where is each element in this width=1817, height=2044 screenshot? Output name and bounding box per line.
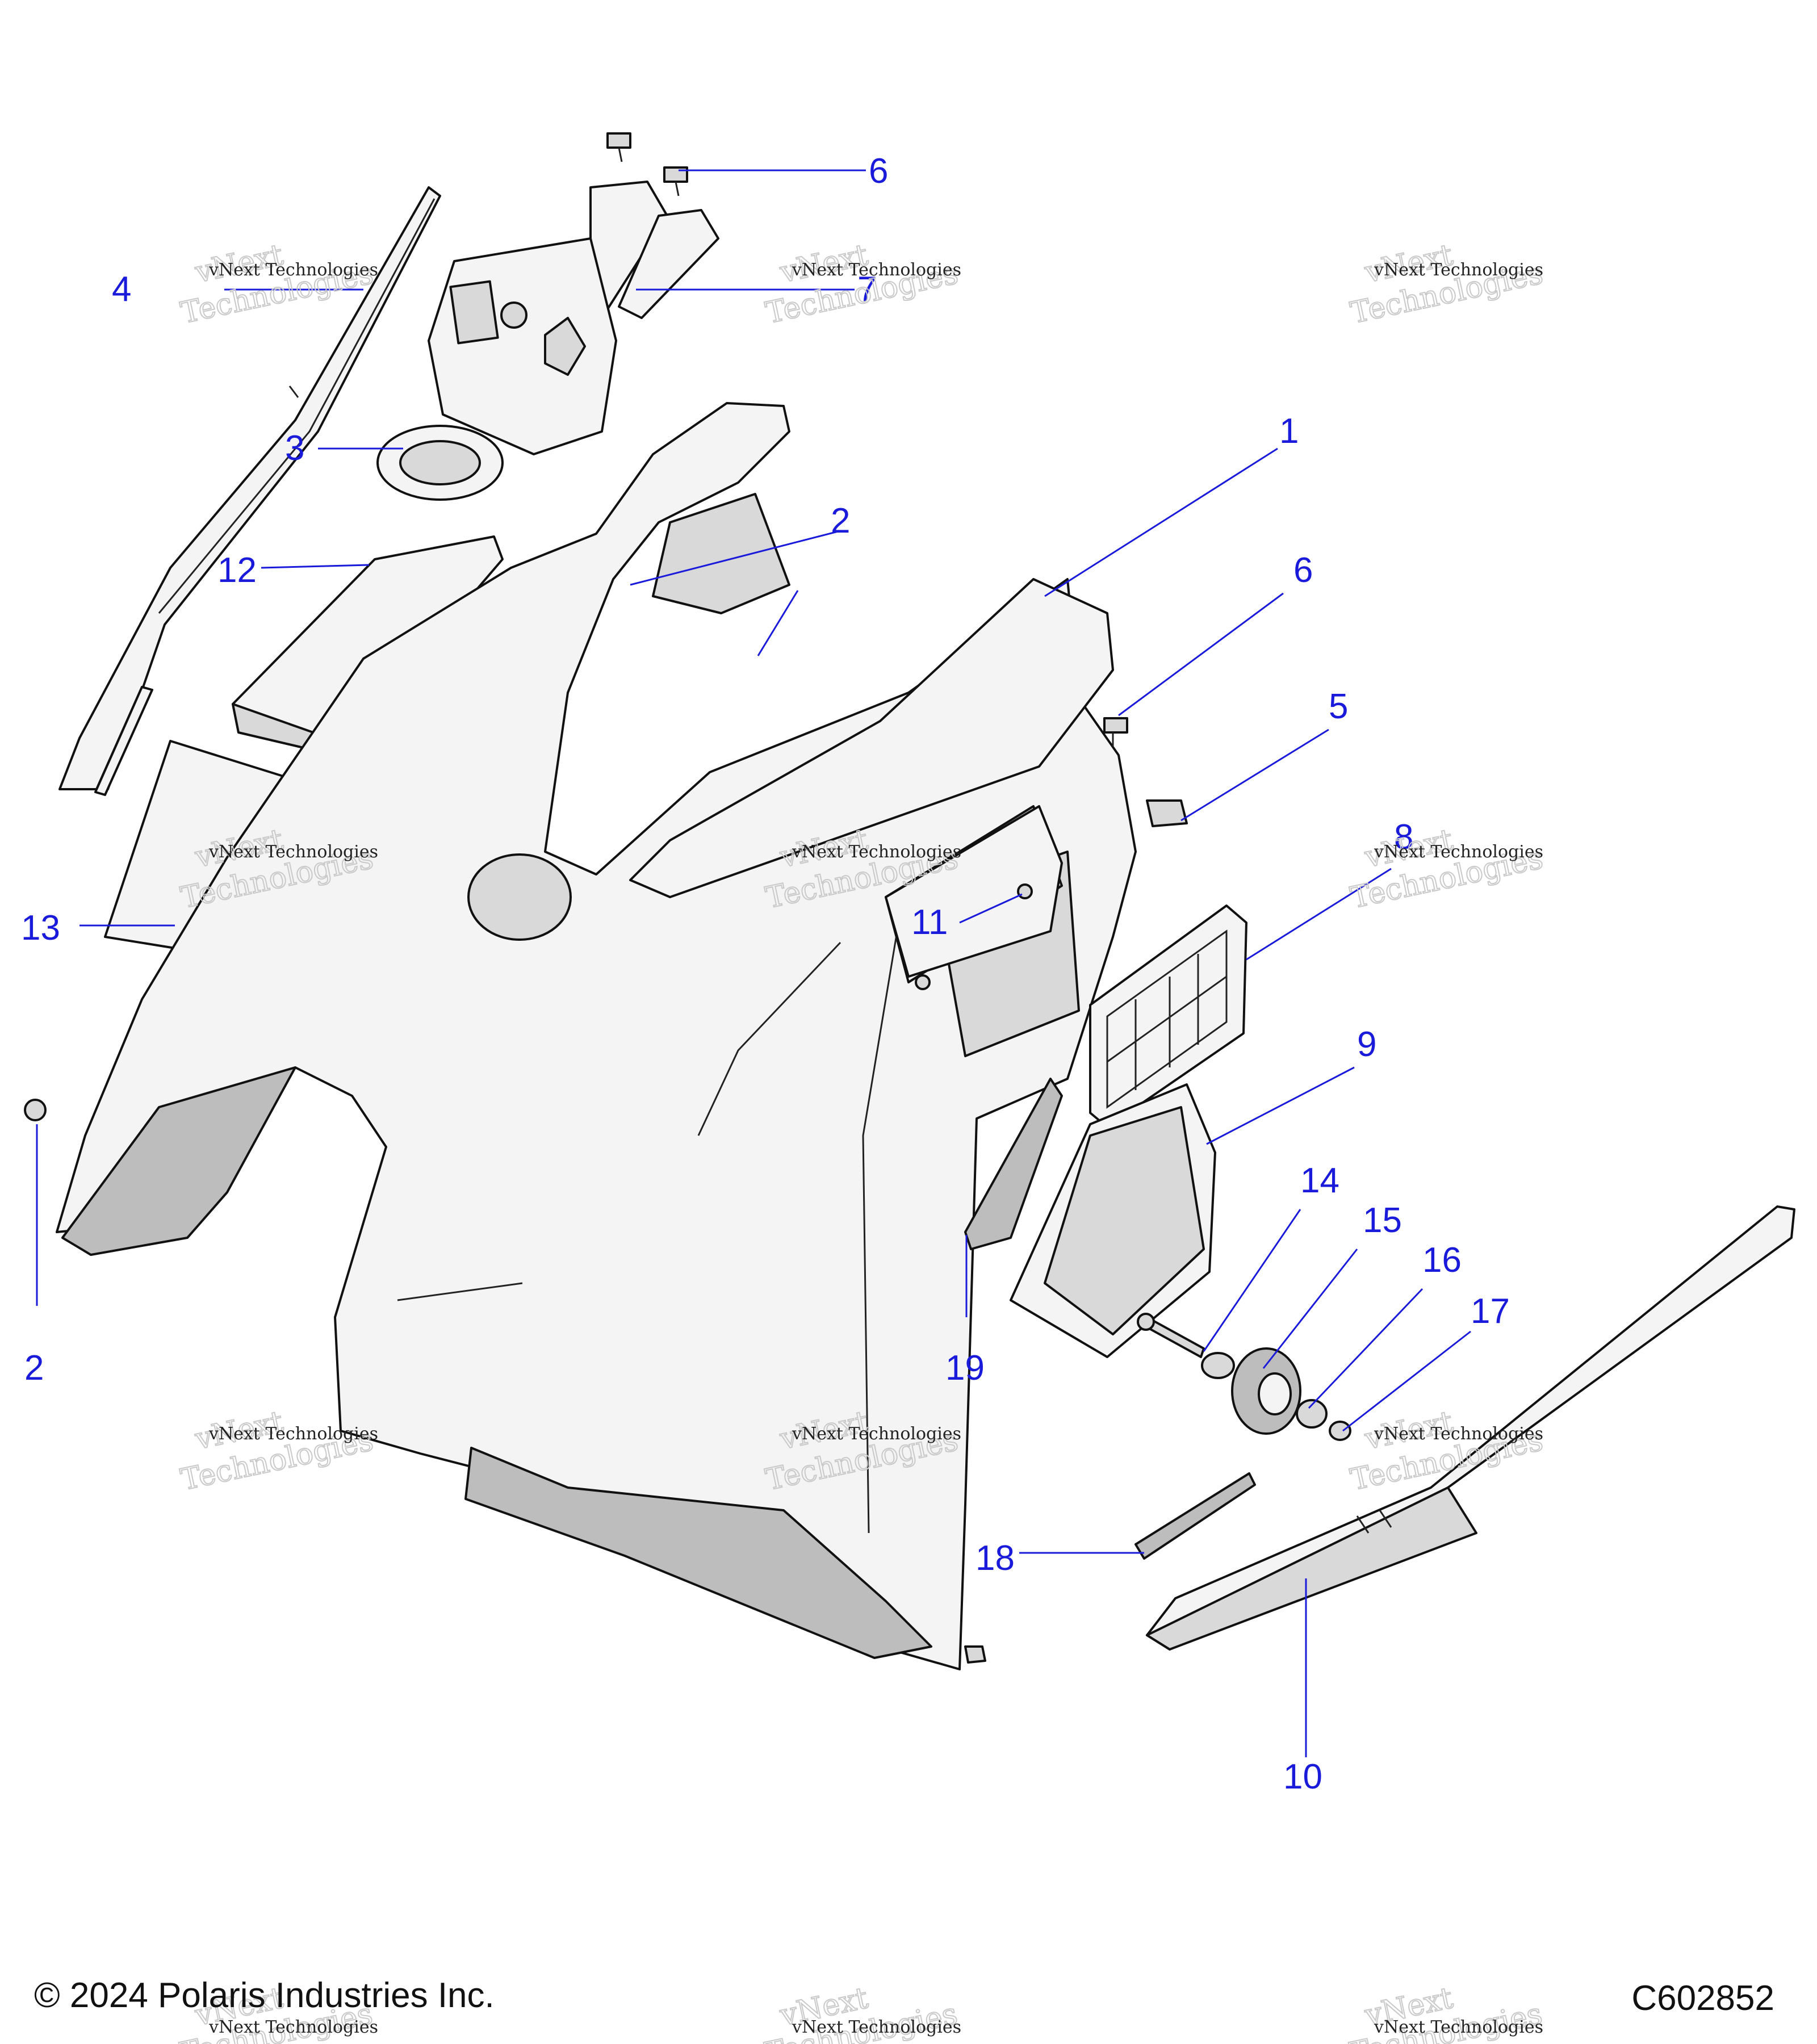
part-grommet-16 <box>1231 1347 1301 1435</box>
callout-15: 15 <box>1363 1201 1402 1240</box>
callout-13: 13 <box>21 908 60 948</box>
callout-labels: 1 2 2 3 4 5 6 6 7 8 9 10 11 12 13 14 15 … <box>21 152 1510 1796</box>
part-duct-9 <box>1010 1083 1216 1358</box>
watermark-text: vNext Technologies <box>1374 842 1543 862</box>
callout-3: 3 <box>285 429 304 468</box>
part-rod <box>94 686 153 796</box>
callout-19: 19 <box>945 1348 985 1388</box>
part-flap-19 <box>964 1078 1063 1250</box>
callout-18: 18 <box>976 1539 1015 1578</box>
callout-17: 17 <box>1471 1292 1510 1331</box>
watermark-text: vNext Technologies <box>1374 2017 1543 2037</box>
part-grommet-3 <box>376 425 504 501</box>
part-strip-18 <box>1134 1472 1256 1560</box>
callout-2: 2 <box>24 1348 44 1388</box>
watermark-text: vNext Technologies <box>792 842 961 862</box>
callout-16: 16 <box>1422 1241 1462 1280</box>
watermark-text: vNext Technologies <box>208 1424 378 1444</box>
callout-2: 2 <box>831 501 850 541</box>
copyright-text: © 2024 Polaris Industries Inc. <box>34 1976 495 2015</box>
callout-4: 4 <box>112 270 131 309</box>
screw-bottom <box>964 1645 986 1664</box>
part-side-trim-10 <box>1146 1205 1795 1651</box>
watermark-text: vNext Technologies <box>208 842 378 862</box>
watermark-text: vNext Technologies <box>792 260 961 280</box>
callout-14: 14 <box>1300 1161 1339 1200</box>
callout-12: 12 <box>217 551 257 590</box>
callout-5: 5 <box>1329 687 1348 726</box>
part-screw-6-right <box>1103 717 1128 747</box>
callout-1: 1 <box>1279 412 1299 451</box>
watermark-text: vNext Technologies <box>1374 1424 1543 1444</box>
leader-lines <box>36 169 1471 1757</box>
part-vent-grille-8 <box>1089 904 1247 1128</box>
callout-6: 6 <box>869 152 888 191</box>
watermark-text: vNext Technologies <box>1374 260 1543 280</box>
callout-11: 11 <box>911 903 948 942</box>
part-main-body-1 <box>56 402 1137 1670</box>
part-bolt-14 <box>1137 1313 1205 1358</box>
part-gauge-pod-7 <box>428 181 719 455</box>
part-washer-17 <box>1296 1399 1351 1441</box>
part-screw-2-left <box>24 1099 47 1121</box>
screw-top-right <box>663 166 688 196</box>
part-plate-11 <box>885 805 1063 990</box>
callout-6: 6 <box>1293 551 1313 590</box>
part-clip-5 <box>1146 799 1188 827</box>
screw-top-left <box>606 132 631 162</box>
watermark-text: vNext Technologies <box>208 260 378 280</box>
watermark-text: vNext Technologies <box>208 2017 378 2037</box>
callout-10: 10 <box>1283 1757 1322 1796</box>
figure-code: C602852 <box>1631 1979 1774 2018</box>
watermark-text: vNext Technologies <box>792 2017 961 2037</box>
part-spacer-15 <box>1201 1352 1235 1379</box>
callout-8: 8 <box>1394 818 1413 857</box>
callout-9: 9 <box>1357 1025 1376 1064</box>
watermark-text: vNext Technologies <box>792 1424 961 1444</box>
callout-7: 7 <box>857 270 877 309</box>
